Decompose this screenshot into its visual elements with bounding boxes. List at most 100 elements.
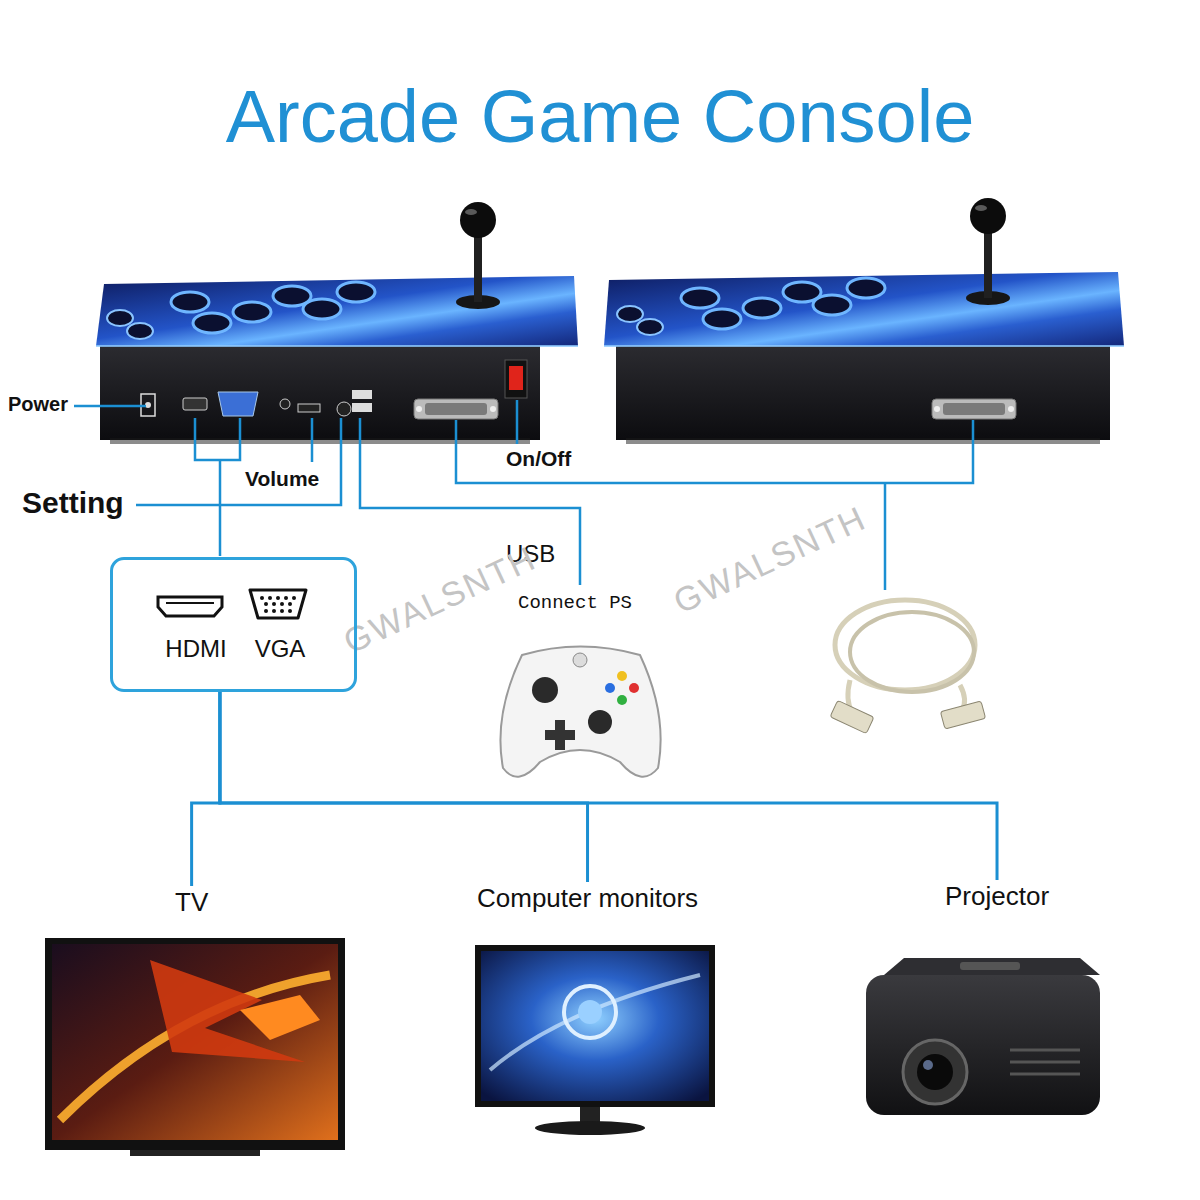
- port-panel: [337, 402, 351, 416]
- connector-icons: [250, 590, 306, 618]
- connector-icons: [268, 596, 272, 600]
- gamepad-illustration: [500, 647, 660, 777]
- serial-cable-illustration: [940, 701, 985, 729]
- right-console: [934, 406, 940, 412]
- label-anchor: Setting: [22, 486, 124, 521]
- port-panel: [509, 366, 523, 390]
- connector-icons: [292, 596, 296, 600]
- projector-illustration: [960, 962, 1020, 970]
- projector-illustration: [884, 958, 1100, 975]
- serial-cable-illustration: [830, 700, 874, 733]
- leader-lines: [311, 418, 314, 462]
- monitor-illustration: [490, 975, 700, 1070]
- port-panel: [280, 399, 290, 409]
- device-node: Computer monitors: [473, 882, 702, 916]
- right-console: [943, 403, 1005, 415]
- right-console: [604, 345, 1124, 347]
- port-panel: [505, 360, 527, 398]
- connector-icons: [166, 602, 214, 604]
- leader-lines: [516, 400, 519, 444]
- leader-lines: [456, 420, 973, 483]
- buttons-and-joystick: [465, 209, 477, 215]
- projector-illustration: [1010, 1050, 1080, 1074]
- connector-icons: [260, 596, 296, 613]
- monitor-illustration: [564, 986, 616, 1038]
- port-panel: [298, 404, 320, 412]
- connector-icons: [280, 609, 284, 613]
- right-console: [626, 438, 1100, 444]
- gamepad-illustration: [629, 683, 639, 693]
- port-panel: [425, 403, 487, 415]
- serial-cable-illustration: [850, 612, 974, 692]
- device-note: Connect PS: [518, 592, 632, 614]
- gamepad-illustration: [545, 720, 575, 750]
- leader-lines: [195, 418, 240, 460]
- gamepad-illustration: [532, 677, 558, 703]
- connector-icons: [264, 609, 268, 613]
- port-label: Volume: [245, 467, 319, 490]
- connector-name: VGA: [238, 635, 322, 663]
- connector-icons: [272, 609, 276, 613]
- port-panel: [141, 360, 527, 419]
- leader-lines: [74, 405, 146, 408]
- connector-icons: [288, 609, 292, 613]
- buttons-and-joystick: [107, 310, 133, 326]
- projector-illustration: [1010, 1061, 1080, 1064]
- projector-illustration: [1010, 1073, 1080, 1076]
- buttons-and-joystick: [233, 302, 271, 322]
- port-panel: [183, 398, 207, 410]
- label-anchor: GWALSNTH: [338, 538, 543, 661]
- monitor-illustration: [481, 951, 709, 1101]
- connector-icons: [288, 602, 292, 606]
- gamepad-illustration: [573, 653, 587, 667]
- connector-icons: [280, 602, 284, 606]
- projector-illustration: [866, 975, 1100, 1115]
- watermark: GWALSNTH: [338, 538, 542, 660]
- leader-lines: [136, 418, 341, 505]
- gamepad-illustration: [617, 671, 627, 681]
- right-console: [616, 346, 1110, 440]
- leader-lines: [219, 460, 222, 556]
- port-panel: [352, 403, 372, 412]
- gamepad-illustration: [588, 710, 612, 734]
- page-title: Arcade Game Console: [226, 75, 975, 158]
- left-console: [96, 202, 578, 444]
- tv-illustration: [45, 938, 345, 1150]
- connector-icons: [158, 597, 222, 616]
- gamepad-illustration: [500, 647, 660, 777]
- monitor-illustration: [578, 1000, 602, 1024]
- device-name: TV: [175, 888, 208, 918]
- port-label: Setting: [22, 486, 124, 519]
- buttons-and-joystick: [127, 323, 153, 339]
- connector-icons: [260, 596, 264, 600]
- buttons-and-joystick: [303, 299, 341, 319]
- buttons-and-joystick: [337, 282, 375, 302]
- projector-illustration: [866, 958, 1100, 1115]
- left-console: [96, 345, 578, 347]
- monitor-illustration: [475, 945, 715, 1135]
- buttons-and-joystick: [107, 202, 500, 339]
- device-node: TV: [171, 886, 212, 920]
- watermark: GWALSNTH: [668, 498, 872, 620]
- connector-name: HDMI: [154, 635, 238, 663]
- connector-icons: [264, 602, 268, 606]
- port-panel: [218, 392, 258, 416]
- right-console: [604, 198, 1124, 444]
- label-anchor: Volume: [245, 467, 319, 491]
- connector-icons: [284, 596, 288, 600]
- projector-illustration: [903, 1040, 967, 1104]
- port-panel: [416, 406, 422, 412]
- left-console: [96, 276, 578, 346]
- device-name: Projector: [945, 882, 1049, 912]
- port-label: On/Off: [506, 447, 571, 470]
- port-label: Power: [8, 393, 68, 415]
- label-anchor: GWALSNTH: [668, 498, 873, 621]
- label-anchor: Connect PS: [518, 593, 632, 615]
- port-panel: [414, 399, 498, 419]
- projector-illustration: [917, 1054, 953, 1090]
- monitor-illustration: [475, 945, 715, 1107]
- port-panel: [490, 406, 496, 412]
- connector-icons: [158, 590, 306, 618]
- projector-illustration: [923, 1060, 933, 1070]
